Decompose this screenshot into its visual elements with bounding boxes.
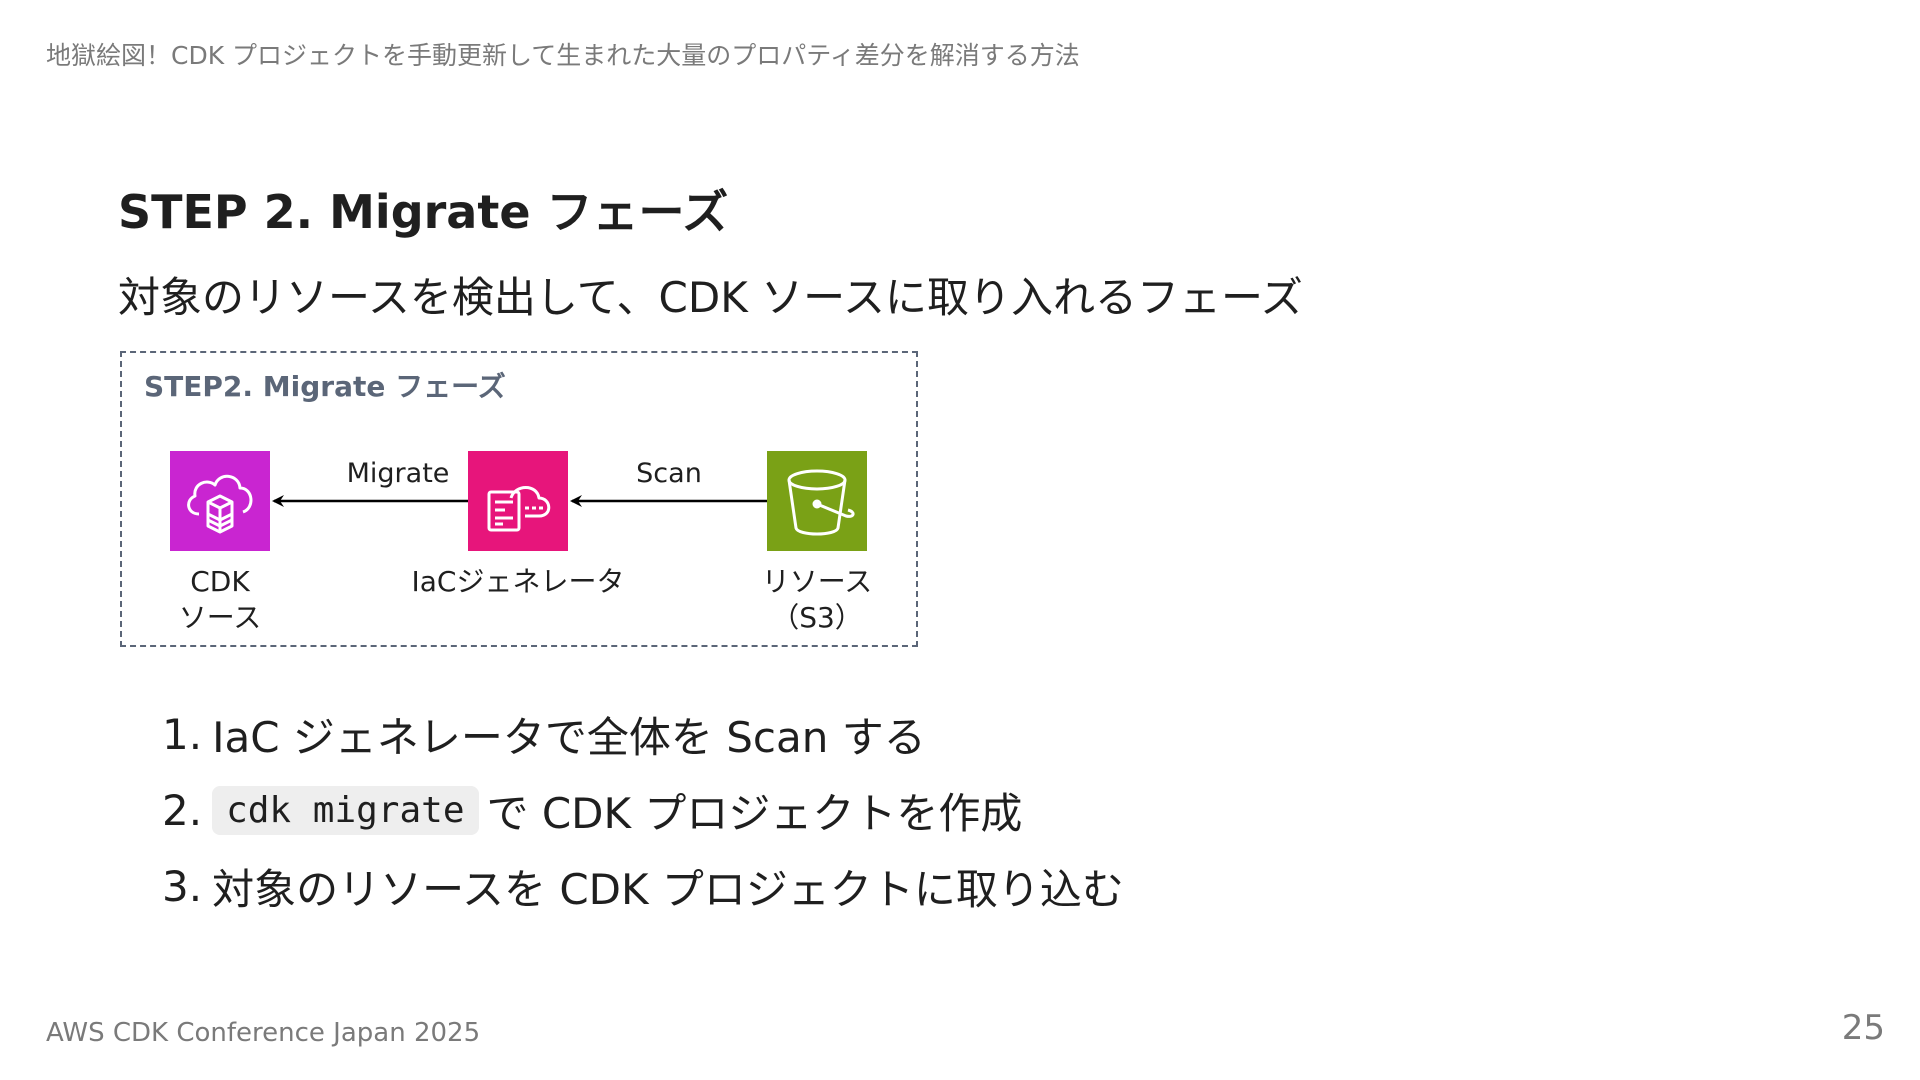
step-number: 3. (162, 861, 203, 911)
edge-label-migrate: Migrate (346, 458, 450, 489)
code-snippet: cdk migrate (212, 785, 479, 835)
s3-resource-node (767, 451, 867, 551)
node-label-cdk-line1: CDK (190, 565, 250, 598)
diagram-frame (120, 351, 918, 647)
page-number: 25 (1841, 1008, 1885, 1048)
node-label-iac: IaCジェネレータ (412, 564, 625, 600)
cdk-source-node (170, 451, 270, 551)
node-label-iac-line1: IaCジェネレータ (411, 565, 625, 598)
node-label-cdk: CDK ソース (179, 564, 262, 636)
diagram-label: STEP2. Migrate フェーズ (144, 370, 506, 403)
step-number: 1. (162, 709, 203, 759)
iac-generator-node (468, 451, 568, 551)
step-text: IaC ジェネレータで全体を Scan する (212, 712, 926, 762)
list-item: 3. 対象のリソースを CDK プロジェクトに取り込む (162, 848, 1124, 924)
edge-label-scan: Scan (636, 458, 702, 489)
iac-generator-icon (487, 486, 551, 532)
slide-description: 対象のリソースを検出して、CDK ソースに取り入れるフェーズ (118, 273, 1303, 322)
step-text: で CDK プロジェクトを作成 (486, 788, 1023, 838)
list-item: 2. cdk migrate で CDK プロジェクトを作成 (162, 772, 1124, 848)
node-label-s3: リソース （S3） (762, 564, 873, 636)
list-item: 1. IaC ジェネレータで全体を Scan する (162, 696, 1124, 772)
header-title: 地獄絵図！CDK プロジェクトを手動更新して生まれた大量のプロパティ差分を解消す… (46, 41, 1080, 70)
steps-list: 1. IaC ジェネレータで全体を Scan する 2. cdk migrate… (162, 696, 1124, 924)
slide-title: STEP 2. Migrate フェーズ (118, 185, 729, 239)
step-text: 対象のリソースを CDK プロジェクトに取り込む (212, 864, 1124, 914)
s3-bucket-icon (787, 469, 855, 536)
node-label-s3-line1: リソース (761, 565, 873, 598)
step-number: 2. (162, 785, 203, 835)
cdk-cloud-icon (187, 474, 253, 534)
node-label-cdk-line2: ソース (178, 601, 262, 634)
node-label-s3-line2: （S3） (771, 601, 863, 634)
footer-event: AWS CDK Conference Japan 2025 (46, 1018, 481, 1048)
